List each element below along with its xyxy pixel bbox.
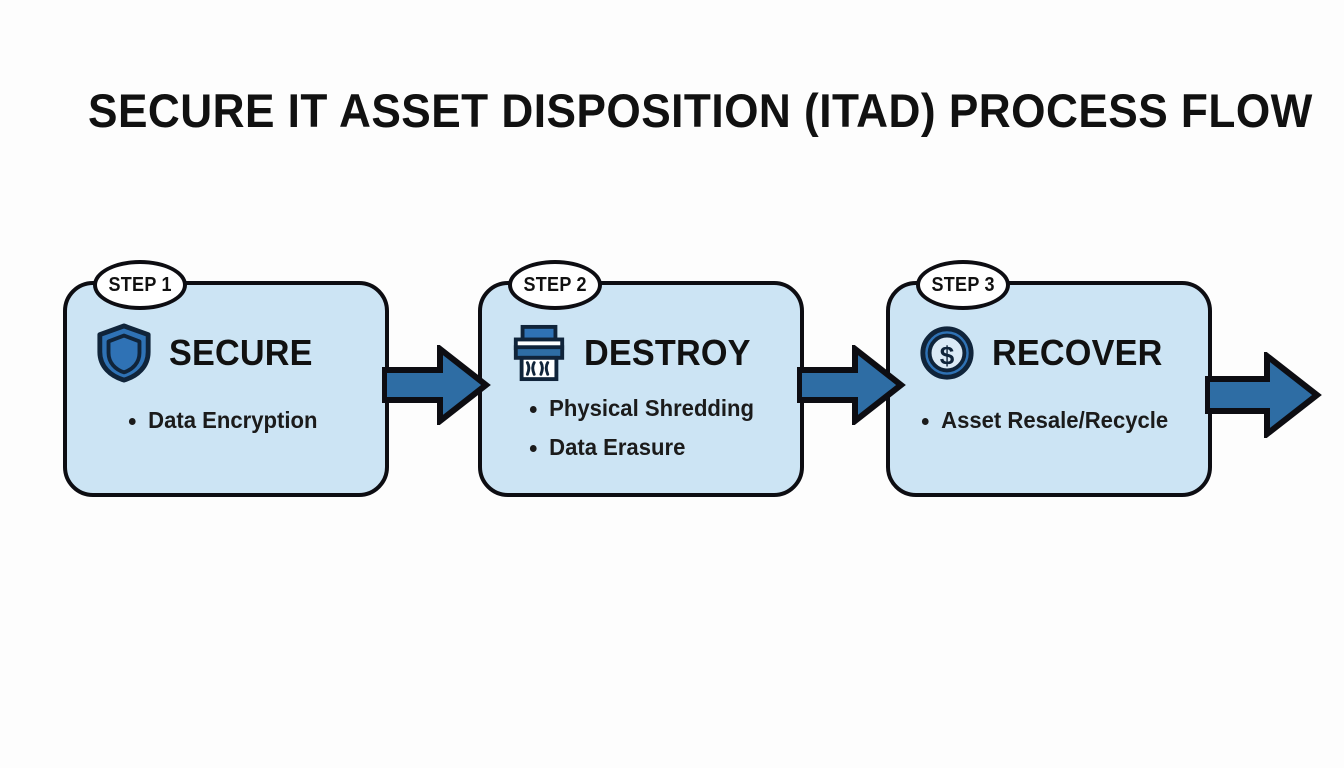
bullet-item: Data Erasure <box>528 436 778 459</box>
step-header-2: DESTROY <box>510 321 786 385</box>
arrow-step3-outflow <box>1205 352 1322 438</box>
page-title: SECURE IT ASSET DISPOSITION (ITAD) PROCE… <box>88 84 1313 137</box>
step-bullets-3: Asset Resale/Recycle <box>920 409 1196 448</box>
step-badge-label-1: STEP 1 <box>108 273 172 296</box>
step-card-3[interactable]: STEP 3 $ RECOVER Asset Resale/Recycle <box>886 260 1212 497</box>
shield-icon <box>97 323 151 383</box>
shredder-icon <box>513 324 565 382</box>
step-title-3: RECOVER <box>992 332 1163 373</box>
svg-text:$: $ <box>940 341 955 371</box>
step-badge-2: STEP 2 <box>508 260 602 310</box>
step-badge-3: STEP 3 <box>916 260 1010 310</box>
step-badge-label-3: STEP 3 <box>931 273 995 296</box>
step-title-2: DESTROY <box>584 332 751 373</box>
step-bullets-1: Data Encryption <box>127 409 373 448</box>
step-bullets-2: Physical Shredding Data Erasure <box>528 397 788 475</box>
arrow-step1-to-step2 <box>382 345 491 425</box>
step-card-1[interactable]: STEP 1 SECURE Data Encryption <box>63 260 389 497</box>
step-header-3: $ RECOVER <box>918 321 1194 385</box>
step-badge-1: STEP 1 <box>93 260 187 310</box>
step-badge-label-2: STEP 2 <box>523 273 587 296</box>
dollar-coin-icon: $ <box>920 326 974 380</box>
step-title-1: SECURE <box>169 332 313 373</box>
bullet-item: Data Encryption <box>127 409 363 432</box>
arrow-step2-to-step3 <box>797 345 906 425</box>
step-card-2[interactable]: STEP 2 DESTROY Physical Shredding Data E… <box>478 260 804 497</box>
bullet-item: Asset Resale/Recycle <box>920 409 1185 432</box>
step-header-1: SECURE <box>95 321 371 385</box>
bullet-item: Physical Shredding <box>528 397 778 420</box>
